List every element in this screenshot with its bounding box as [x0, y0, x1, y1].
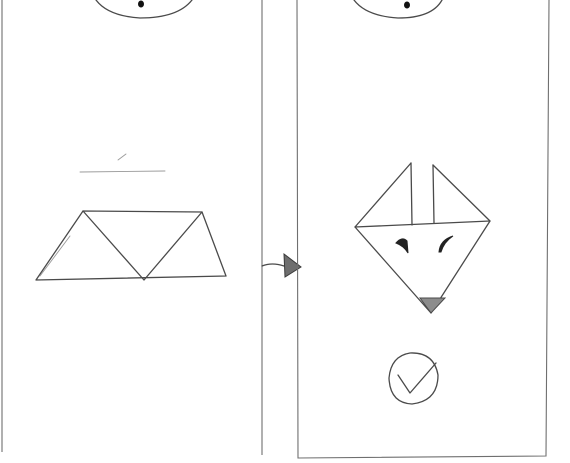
left-top-blob-outline [95, 0, 193, 19]
faint-guide-tick [117, 153, 127, 161]
folded-paper-icon [35, 210, 227, 281]
arrow-right-icon [261, 252, 302, 278]
fox-left-eye [395, 238, 409, 254]
inner-fold-lines [82, 210, 203, 281]
arrow-shaft [261, 263, 285, 267]
trapezoid-outline [35, 210, 227, 281]
fox-ear-fold-lines [410, 162, 435, 226]
faint-fold-mark [39, 235, 71, 277]
right-panel-frame [296, 0, 550, 459]
step-panel-right [296, 0, 550, 459]
fox-face-icon [354, 162, 491, 314]
arrow-head [283, 252, 302, 278]
left-panel-frame [1, 0, 263, 455]
check-tick [397, 362, 437, 394]
fox-nose [419, 297, 447, 314]
fox-ears-outline [354, 162, 491, 228]
fox-right-eye [438, 235, 454, 253]
right-top-blob-outline [353, 0, 443, 19]
checkmark-circle-icon [388, 352, 439, 405]
faint-guide-line [79, 170, 166, 173]
step-panel-left [1, 0, 263, 455]
check-circle [388, 352, 439, 405]
right-top-dot [404, 1, 410, 9]
left-top-dot [138, 0, 144, 8]
